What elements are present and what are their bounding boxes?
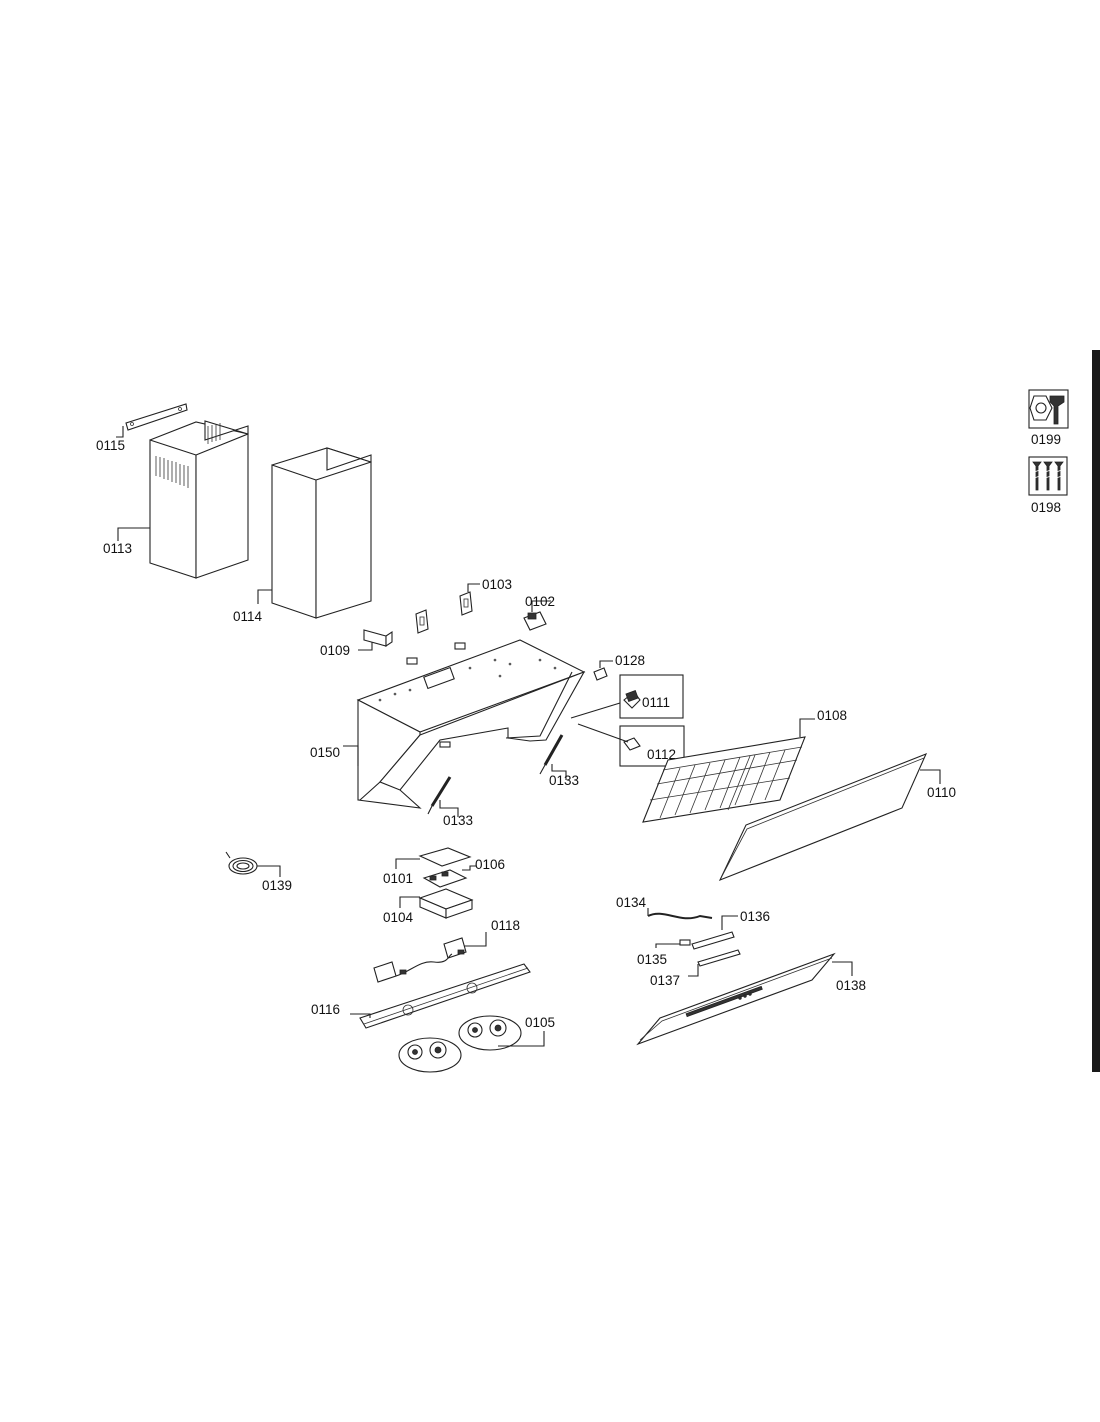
label-0104: 0104 xyxy=(383,910,414,925)
part-0133-strut-right xyxy=(539,734,567,780)
label-0199: 0199 xyxy=(1031,432,1061,447)
page-edge-bar xyxy=(1092,350,1100,1072)
part-0114-lower-chimney xyxy=(257,447,372,619)
label-0108: 0108 xyxy=(817,708,847,723)
nut-and-wrench-icon xyxy=(1028,389,1069,429)
label-0134: 0134 xyxy=(616,895,647,910)
part-0104-electronics-box xyxy=(399,888,474,919)
label-0136: 0136 xyxy=(740,909,770,924)
label-0198: 0198 xyxy=(1031,500,1061,515)
label-0133-right: 0133 xyxy=(549,773,579,788)
label-0103: 0103 xyxy=(482,577,512,592)
part-0101-pcb-cover xyxy=(395,847,472,869)
part-0133-strut-left xyxy=(427,776,459,817)
label-0112: 0112 xyxy=(647,747,676,762)
part-0136-control-strip xyxy=(691,915,738,950)
part-0112-boxed xyxy=(577,723,685,767)
part-0106-control-board xyxy=(422,865,476,888)
label-0109: 0109 xyxy=(320,643,350,658)
label-0101: 0101 xyxy=(383,871,413,886)
label-0118: 0118 xyxy=(491,918,520,933)
part-0113-upper-chimney xyxy=(117,420,249,579)
part-0110-glass-panel xyxy=(718,752,941,882)
label-0116: 0116 xyxy=(311,1002,340,1017)
label-0114: 0114 xyxy=(233,609,263,624)
part-0116-lamp-panel xyxy=(350,963,531,1029)
part-0137-rail xyxy=(688,949,741,977)
part-0105-halogen-lamps xyxy=(398,1015,545,1073)
label-0138: 0138 xyxy=(836,978,866,993)
part-0111-boxed xyxy=(570,674,684,719)
part-0138-front-glass xyxy=(636,952,853,1046)
screws-and-anchors-icon xyxy=(1028,456,1068,496)
label-0113: 0113 xyxy=(103,541,132,556)
label-0128: 0128 xyxy=(615,653,645,668)
label-0150: 0150 xyxy=(310,745,340,760)
part-0134-cable xyxy=(647,908,713,920)
label-0110: 0110 xyxy=(927,785,956,800)
part-0108-grease-filter xyxy=(642,718,815,823)
part-0102-connector xyxy=(523,600,551,631)
part-0109-plate xyxy=(358,629,393,651)
part-0139-cable-coil xyxy=(225,851,281,877)
label-0139: 0139 xyxy=(262,878,292,893)
label-0135: 0135 xyxy=(637,952,667,967)
label-0133-left: 0133 xyxy=(443,813,473,828)
label-0105: 0105 xyxy=(525,1015,555,1030)
part-0118-lamp-wiring xyxy=(373,932,487,983)
part-0115-bracket xyxy=(116,403,188,438)
label-0115: 0115 xyxy=(96,438,125,453)
hood-top-clips xyxy=(406,642,466,665)
label-0102: 0102 xyxy=(525,594,555,609)
label-0111: 0111 xyxy=(642,695,670,710)
part-0103-clip xyxy=(415,583,480,634)
label-0137: 0137 xyxy=(650,973,680,988)
part-0150-hood-body xyxy=(343,639,586,809)
part-0128-switch xyxy=(593,660,613,681)
part-0135-clip xyxy=(655,939,691,948)
label-0106: 0106 xyxy=(475,857,505,872)
